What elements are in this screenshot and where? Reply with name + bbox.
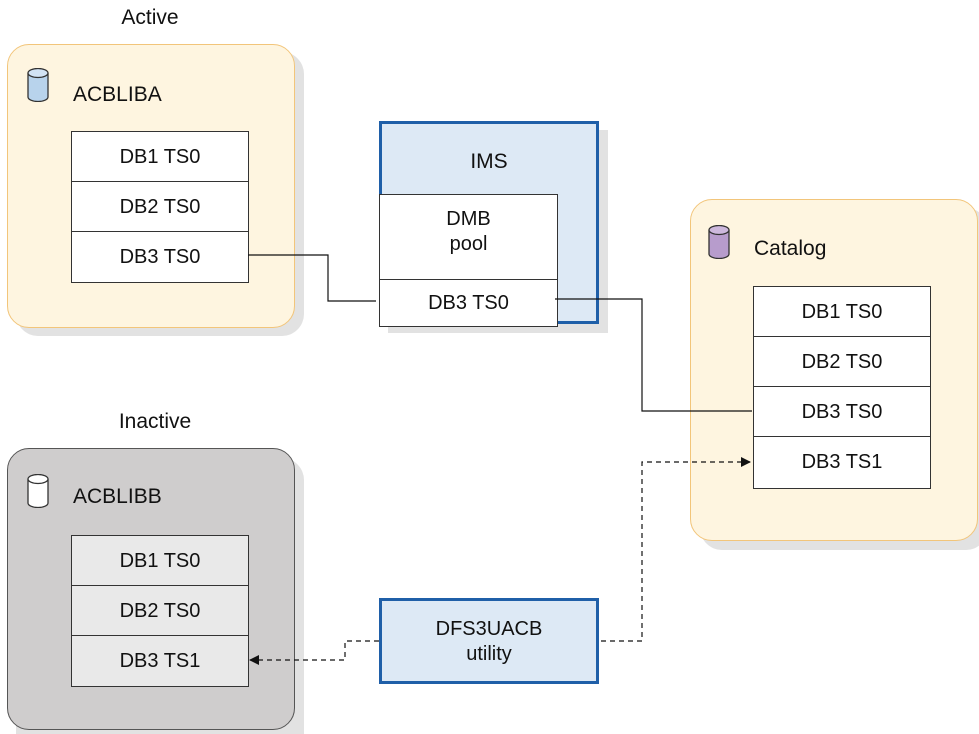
table-row: DB3 TS1	[801, 451, 883, 473]
inactive-acblib-panel: ACBLIBB DB1 TS0 DB2 TS0 DB3 TS1	[7, 448, 295, 730]
utility-to-inactive-arrow	[249, 640, 379, 665]
inactive-caption: Inactive	[118, 410, 192, 433]
table-row: DB1 TS0	[754, 287, 930, 337]
active-caption: Active	[121, 6, 179, 29]
database-cylinder-icon	[708, 225, 730, 259]
utility-to-catalog-arrow	[601, 457, 751, 642]
dmb-pool-line2: pool	[449, 233, 488, 255]
catalog-label: Catalog	[754, 237, 827, 260]
active-acblib-panel: ACBLIBA DB1 TS0 DB2 TS0 DB3 TS0	[7, 44, 295, 328]
table-row: DB2 TS0	[72, 182, 248, 232]
table-row: DB1 TS0	[72, 132, 248, 182]
active-member-table: DB1 TS0 DB2 TS0 DB3 TS0	[71, 131, 249, 283]
catalog-member-table: DB1 TS0 DB2 TS0 DB3 TS0 DB3 TS1	[753, 286, 931, 489]
dmb-pool-line1: DMB	[446, 208, 491, 230]
inactive-member-table: DB1 TS0 DB2 TS0 DB3 TS1	[71, 535, 249, 687]
ims-to-catalog-connector	[555, 298, 752, 412]
table-row: DB3 TS1	[119, 650, 201, 672]
utility-label: utility	[466, 643, 512, 665]
active-library-name: ACBLIBA	[73, 83, 162, 106]
database-cylinder-icon	[27, 68, 49, 102]
active-to-ims-connector	[248, 254, 376, 302]
inactive-library-name: ACBLIBB	[73, 485, 162, 508]
ims-loaded-entry: DB3 TS0	[379, 279, 558, 327]
dmb-pool-box: DMB pool	[379, 194, 558, 280]
table-row: DB2 TS0	[72, 586, 248, 636]
database-cylinder-icon	[27, 474, 49, 508]
catalog-panel: Catalog DB1 TS0 DB2 TS0 DB3 TS0 DB3 TS1	[690, 199, 978, 541]
ims-title: IMS	[470, 150, 508, 173]
table-row: DB3 TS0	[754, 387, 930, 437]
utility-name: DFS3UACB	[435, 618, 543, 640]
table-row: DB3 TS0	[119, 246, 201, 268]
dfs3uacb-utility-box: DFS3UACB utility	[379, 598, 599, 684]
ims-region: IMS DMB pool DB3 TS0	[379, 121, 599, 327]
table-row: DB2 TS0	[754, 337, 930, 387]
table-row: DB1 TS0	[72, 536, 248, 586]
